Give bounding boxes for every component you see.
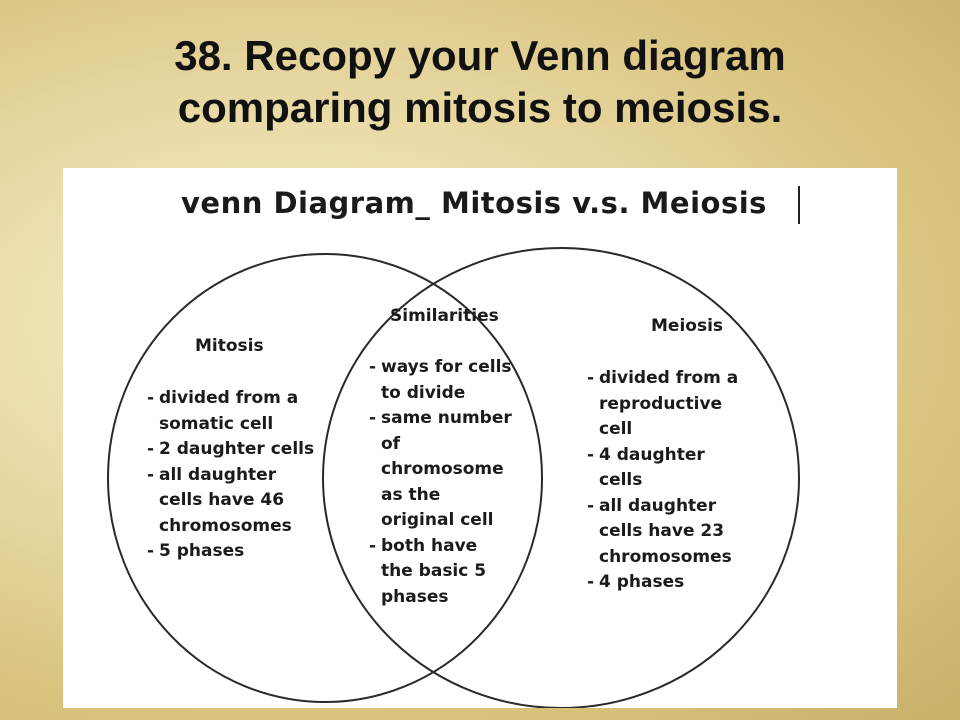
similarities-item-text: as the (381, 484, 441, 505)
similarities-item-text: original cell (381, 510, 494, 530)
similarities-item-text: of (381, 433, 401, 454)
meiosis-item-text: 4 daughter (599, 444, 705, 465)
slide-title: 38. Recopy your Venn diagram comparing m… (0, 30, 960, 134)
mitosis-item-text: cells have 46 (159, 490, 285, 510)
similarities-item: -same number of chromosome as the original c… (369, 406, 512, 534)
meiosis-item-text: reproductive (599, 393, 723, 414)
venn-diagram-image: venn Diagram_ Mitosis v.s. Meiosis Mitos… (63, 168, 897, 708)
meiosis-item-text: cells (599, 470, 643, 490)
similarities-item: -ways for cells to divide (369, 355, 512, 406)
similarities-item-text: phases (381, 586, 449, 607)
mitosis-item-text: divided from a (159, 388, 299, 408)
mitosis-item-text: somatic cell (159, 413, 274, 434)
meiosis-item-text: cell (599, 419, 633, 439)
meiosis-item: -all daughter cells have 23 chromosomes (587, 494, 738, 571)
mitosis-item: -2 daughter cells (147, 437, 314, 463)
similarities-item-text: the basic 5 (381, 561, 487, 581)
mitosis-item: -divided from a somatic cell (147, 386, 314, 437)
bullet-dash: - (147, 439, 155, 459)
similarities-item-text: to divide (381, 382, 466, 403)
bullet-dash: - (587, 495, 595, 516)
bullet-dash: - (369, 357, 377, 377)
mitosis-circle (107, 253, 543, 703)
bullet-dash: - (147, 541, 155, 561)
similarities-item: -both have the basic 5 phases (369, 534, 512, 611)
similarities-item-text: both have (381, 535, 478, 556)
mitosis-label: Mitosis (195, 336, 264, 356)
slide-title-line-1: 38. Recopy your Venn diagram (174, 32, 786, 79)
similarities-label: Similarities (390, 306, 499, 326)
meiosis-item-text: cells have 23 (599, 521, 725, 541)
mitosis-item-text: 2 daughter cells (159, 439, 315, 459)
meiosis-item-text: chromosomes (599, 546, 732, 567)
venn-circles (107, 247, 800, 708)
meiosis-circle (322, 247, 800, 708)
bullet-dash: - (147, 464, 155, 485)
bullet-dash: - (587, 444, 595, 465)
bullet-dash: - (369, 535, 377, 556)
mitosis-item: -5 phases (147, 539, 314, 565)
mitosis-item-text: 5 phases (159, 541, 245, 561)
meiosis-item-text: all daughter (599, 495, 717, 516)
meiosis-item: -4 phases (587, 570, 738, 596)
mitosis-item-text: all daughter (159, 464, 277, 485)
bullet-dash: - (587, 572, 595, 592)
similarities-item-text: ways for cells (381, 357, 512, 377)
bullet-dash: - (369, 408, 377, 428)
similarities-item-text: same number (381, 408, 512, 428)
meiosis-item-text: 4 phases (599, 572, 685, 592)
text-cursor-mark (798, 186, 800, 224)
similarities-item-text: chromosome (381, 459, 504, 479)
venn-diagram-heading: venn Diagram_ Mitosis v.s. Meiosis (181, 186, 767, 220)
bullet-dash: - (587, 368, 595, 388)
slide-title-line-2: comparing mitosis to meiosis. (177, 84, 783, 131)
bullet-dash: - (147, 388, 155, 408)
meiosis-item: -4 daughter cells (587, 443, 738, 494)
mitosis-item: -all daughter cells have 46 chromosomes (147, 463, 314, 540)
meiosis-item: -divided from a reproductive cell (587, 366, 738, 443)
mitosis-item-text: chromosomes (159, 515, 292, 536)
meiosis-label: Meiosis (651, 316, 724, 336)
meiosis-item-text: divided from a (599, 368, 739, 388)
